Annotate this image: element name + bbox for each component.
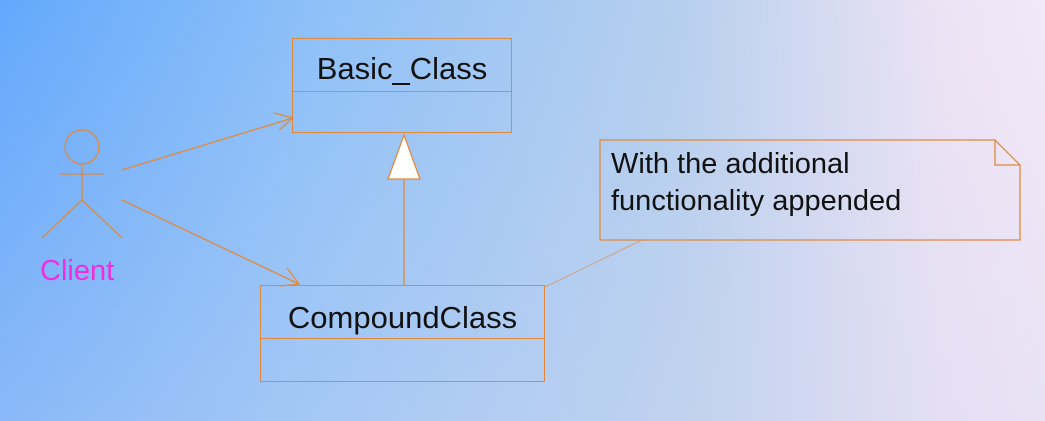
basic-class-name: Basic_Class [316, 51, 488, 86]
note-line-1: With the additional [611, 148, 850, 180]
association-to-basic-class [121, 112, 295, 171]
note-text: With the additional functionality append… [611, 146, 1011, 220]
generalization-arrow [387, 133, 421, 285]
actor-label: Client [40, 255, 115, 287]
compound-class-name: CompoundClass [287, 300, 518, 335]
compound-class-separator [261, 338, 544, 339]
note-anchor-line [544, 239, 643, 288]
basic-class-box: Basic_Class [292, 38, 512, 133]
actor-figure [41, 129, 123, 239]
note-line-2: functionality appended [611, 185, 902, 217]
basic-class-separator [293, 91, 511, 92]
compound-class-box: CompoundClass [260, 285, 545, 382]
note-shape [599, 139, 1021, 241]
association-to-compound-class [121, 199, 301, 287]
